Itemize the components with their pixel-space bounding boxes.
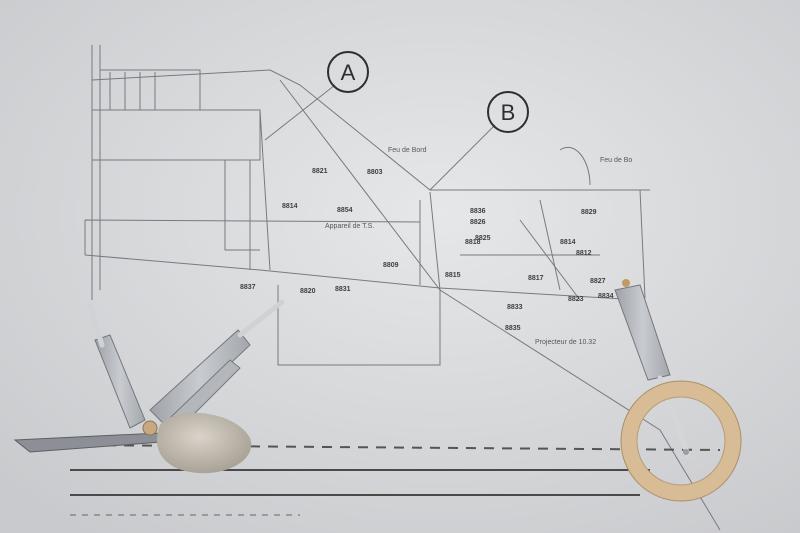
part-ref-label: 8831 xyxy=(335,286,351,293)
note-feu-left: Feu de Bord xyxy=(388,147,427,154)
wheel-hub xyxy=(683,449,689,455)
part-ref-label: 8829 xyxy=(581,209,597,216)
right-strut-fairing xyxy=(614,284,671,381)
wheel-tire-inner-edge xyxy=(636,396,726,486)
part-ref-label: 8812 xyxy=(576,250,592,257)
rear-struts xyxy=(460,199,600,301)
weight-rock xyxy=(156,412,252,474)
callout-a: A xyxy=(327,51,369,93)
part-ref-label: 8821 xyxy=(312,168,328,175)
right-wheel-model xyxy=(614,279,742,502)
leader-a xyxy=(264,84,336,141)
callout-b-label: B xyxy=(501,100,516,125)
callout-b: B xyxy=(487,91,529,133)
part-ref-label: 8837 xyxy=(240,284,256,291)
leader-b xyxy=(429,124,496,191)
strut-pin-right xyxy=(237,299,285,338)
part-ref-label: 8814 xyxy=(560,239,576,246)
part-ref-label: 8835 xyxy=(505,325,521,332)
callout-a-label: A xyxy=(341,60,356,85)
part-ref-label: 8834 xyxy=(598,293,614,300)
part-ref-label: 8818 xyxy=(465,239,481,246)
fuselage-bottom-line xyxy=(84,254,641,301)
note-mid: Appareil de T.S. xyxy=(325,223,374,230)
part-ref-label: 8854 xyxy=(337,207,353,214)
tail-section xyxy=(540,147,646,299)
part-ref-label: 8815 xyxy=(445,272,461,279)
strut-rear xyxy=(94,334,146,429)
long-diagonal xyxy=(279,79,721,531)
part-ref-label: 8820 xyxy=(300,288,316,295)
engine-block xyxy=(100,69,201,110)
strut-front xyxy=(149,329,251,426)
part-ref-label: 8833 xyxy=(507,304,523,311)
cockpit-line xyxy=(419,191,441,291)
blueprint-drawing xyxy=(69,45,721,531)
left-undercarriage-model xyxy=(13,299,285,474)
part-ref-label: 8814 xyxy=(282,203,298,210)
wheel-tire xyxy=(621,381,741,501)
part-ref-label: 8827 xyxy=(590,278,606,285)
part-ref-label: 8825 xyxy=(475,235,491,242)
note-projecteur: Projecteur de 10.32 xyxy=(535,339,596,346)
wheel-tire-outer-edge xyxy=(620,380,742,502)
fuselage-top-line xyxy=(91,69,650,191)
strut-frame xyxy=(224,109,271,271)
part-ref-label: 8826 xyxy=(470,219,486,226)
strut-pin-left xyxy=(87,302,105,348)
part-ref-label: 8817 xyxy=(528,275,544,282)
lower-box xyxy=(277,285,441,366)
note-feu-right: Feu de Bo xyxy=(600,157,632,164)
part-ref-label: 8823 xyxy=(568,296,584,303)
strut-joint xyxy=(142,420,158,436)
part-ref-label: 8836 xyxy=(470,208,486,215)
part-ref-label: 8803 xyxy=(367,169,383,176)
part-ref-label: 8809 xyxy=(383,262,399,269)
strut-top-pin xyxy=(622,279,630,287)
